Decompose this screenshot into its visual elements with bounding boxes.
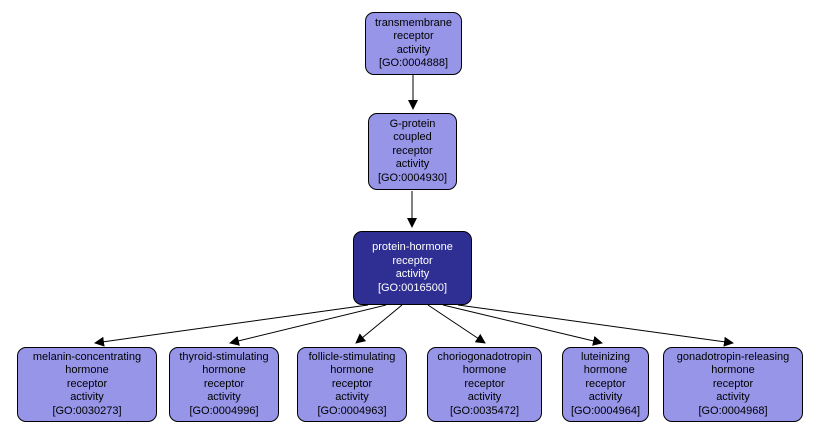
- node-line: transmembrane: [374, 16, 453, 29]
- edge-0016500-0004968: [457, 304, 734, 347]
- node-line: gonadotropin-releasing: [676, 350, 790, 363]
- node-line: receptor: [331, 377, 373, 390]
- node-line: receptor: [392, 144, 433, 157]
- node-line: activity: [335, 391, 369, 404]
- edge-0016500-0004964: [442, 304, 603, 346]
- edge-0016500-0035472: [427, 304, 486, 344]
- go-node-thyroid-stimulating-hormone-receptor-activity[interactable]: thyroid-stimulating hormone receptor act…: [169, 347, 279, 422]
- node-line: thyroid-stimulating: [179, 350, 269, 363]
- node-line: hormone: [462, 364, 507, 377]
- go-node-gonadotropin-releasing-hormone-receptor-activity[interactable]: gonadotropin-releasing hormone receptor …: [663, 347, 803, 422]
- node-line: receptor: [203, 377, 245, 390]
- node-line: activity: [395, 158, 430, 171]
- go-node-transmembrane-receptor-activity[interactable]: transmembrane receptor activity [GO:0004…: [365, 12, 462, 75]
- go-node-melanin-concentrating-hormone-receptor-activity[interactable]: melanin-concentrating hormone receptor a…: [17, 347, 157, 422]
- node-line: choriogonadotropin: [437, 350, 532, 363]
- node-line: activity: [70, 391, 104, 404]
- node-line: follicle-stimulating: [308, 350, 396, 363]
- node-line: hormone: [202, 364, 246, 377]
- node-go-id: [GO:0004888]: [378, 57, 449, 69]
- node-line: luteinizing: [581, 350, 630, 363]
- go-node-g-protein-coupled-receptor-activity[interactable]: G-protein coupled receptor activity [GO:…: [368, 113, 457, 190]
- node-line: activity: [207, 391, 241, 404]
- node-line: melanin-concentrating: [32, 350, 142, 363]
- node-go-id: [GO:0035472]: [449, 404, 520, 417]
- node-line: receptor: [464, 377, 505, 390]
- node-line: hormone: [65, 364, 109, 377]
- node-go-id: [GO:0004930]: [377, 171, 448, 184]
- node-line: hormone: [711, 364, 755, 377]
- node-line: receptor: [66, 377, 108, 390]
- node-line: activity: [588, 391, 623, 404]
- edge-0016500-0004996: [229, 304, 387, 346]
- go-node-follicle-stimulating-hormone-receptor-activity[interactable]: follicle-stimulating hormone receptor ac…: [297, 347, 407, 422]
- node-line: activity: [396, 43, 431, 56]
- edge-0016500-0030273: [94, 304, 369, 347]
- go-node-luteinizing-hormone-receptor-activity[interactable]: luteinizing hormone receptor activity [G…: [562, 347, 649, 422]
- node-line: coupled: [393, 131, 432, 144]
- node-go-id: [GO:0004963]: [317, 404, 387, 417]
- node-line: activity: [716, 391, 750, 404]
- node-line: receptor: [392, 254, 433, 267]
- node-line: G-protein: [389, 117, 436, 130]
- edge-0016500-0004963: [355, 304, 403, 344]
- node-line: hormone: [330, 364, 374, 377]
- node-go-id: [GO:0004996]: [189, 404, 259, 417]
- node-go-id: [GO:0030273]: [52, 404, 122, 417]
- go-node-protein-hormone-receptor-activity[interactable]: protein-hormone receptor activity [GO:00…: [353, 231, 472, 305]
- go-node-choriogonadotropin-hormone-receptor-activity[interactable]: choriogonadotropin hormone receptor acti…: [427, 347, 542, 422]
- node-line: receptor: [585, 377, 626, 390]
- node-go-id: [GO:0016500]: [377, 281, 448, 294]
- node-line: activity: [467, 391, 502, 404]
- node-go-id: [GO:0004968]: [698, 404, 768, 417]
- node-line: hormone: [583, 364, 628, 377]
- node-line: activity: [395, 268, 430, 280]
- node-line: receptor: [393, 30, 434, 42]
- node-go-id: [GO:0004964]: [570, 404, 641, 417]
- node-line: protein-hormone: [372, 241, 453, 253]
- node-line: receptor: [712, 377, 754, 390]
